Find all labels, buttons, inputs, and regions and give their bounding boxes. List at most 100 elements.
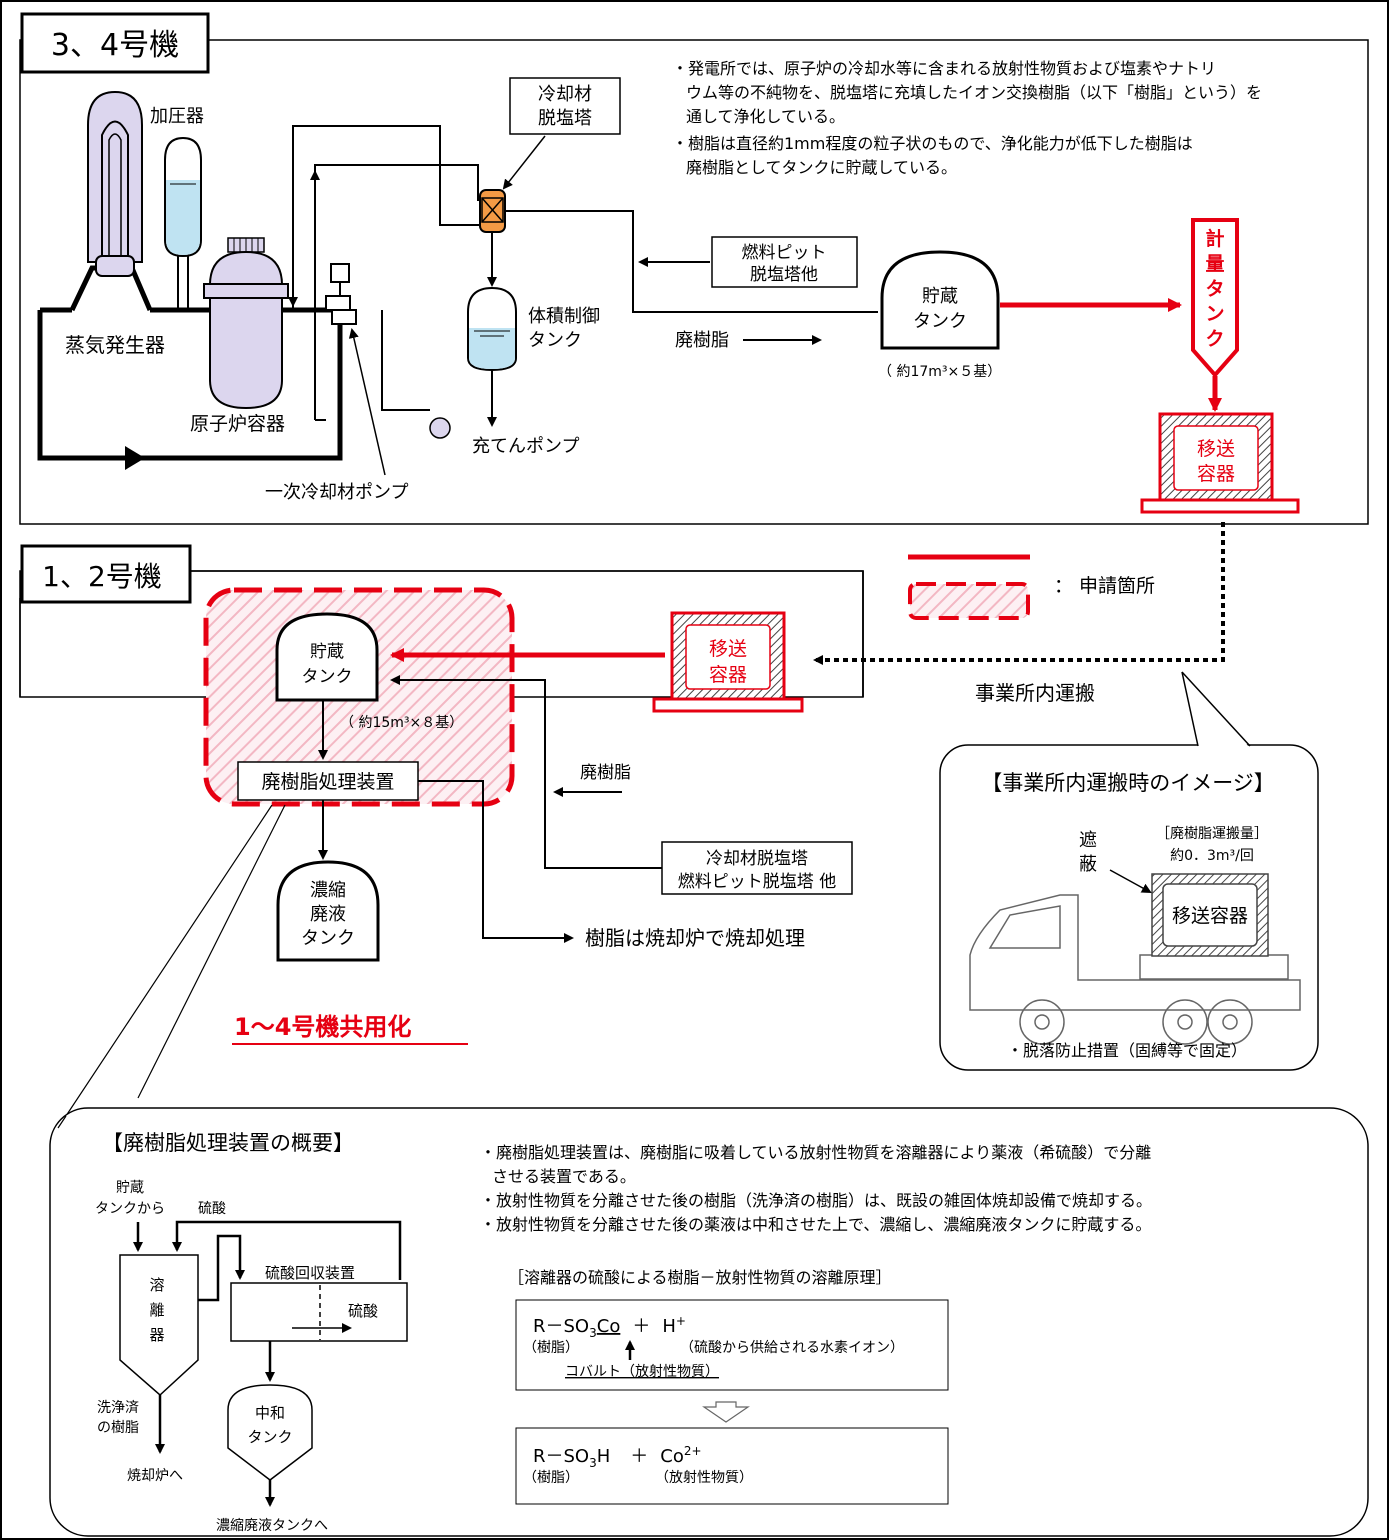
transport-label: 事業所内運搬 [975, 681, 1095, 705]
pressurizer [164, 136, 202, 310]
eq1-h: H [662, 1316, 676, 1337]
transport-image-title: 【事業所内運搬時のイメージ】 [981, 771, 1275, 795]
neutralization-tank [227, 1384, 313, 1481]
storage-tank-upper-label-2: タンク [913, 311, 967, 332]
overview-note-3: ・放射性物質を分離させた後の樹脂（洗浄済の樹脂）は、既設の雑固体焼却設備で焼却す… [480, 1191, 1152, 1210]
coolant-demineralizer [479, 189, 506, 233]
steam-generator [69, 90, 153, 312]
demineralizer-label-2: 脱塩塔 [538, 108, 592, 129]
storage-tank-upper-label-1: 貯蔵 [922, 286, 958, 307]
eq1-co: Co [597, 1316, 621, 1337]
upper-note-4: ・樹脂は直径約1mm程度の粒子状のもので、浄化能力が低下した樹脂は [672, 134, 1193, 153]
reactor-vessel [203, 237, 289, 410]
reactor-vessel-label: 原子炉容器 [190, 413, 285, 435]
amount-label-2: 約0．3m³/回 [1170, 848, 1254, 864]
metering-char-4: ン [1205, 303, 1224, 325]
shared-use-label: 1～4号機共用化 [234, 1013, 411, 1041]
metering-tank [1191, 218, 1239, 379]
vct-label-2: タンク [528, 330, 582, 351]
storage-capacity-upper: （ 約17m³×５基） [878, 363, 1001, 380]
transfer-container-upper-label-1: 移送 [1197, 438, 1235, 460]
lower-spent-resin-label: 廃樹脂 [580, 763, 631, 783]
recovery-unit-label: 硫酸回収装置 [265, 1264, 355, 1282]
transfer-container-upper [1140, 412, 1300, 514]
overview-title: 【廃樹脂処理装置の概要】 [102, 1131, 354, 1155]
transport-image-box [939, 744, 1319, 1071]
storage-tank-lower [275, 612, 379, 702]
to-incinerator-label: 焼却炉へ [127, 1468, 183, 1484]
storage-tank-upper [880, 250, 1000, 350]
source-label-1: 冷却材脱塩塔 [706, 849, 808, 869]
from-tank-label-2: タンクから [95, 1201, 165, 1217]
primary-coolant-pump [325, 263, 357, 325]
spent-resin-label: 廃樹脂 [675, 330, 729, 351]
eq2-plus: ＋ [630, 1446, 648, 1467]
primary-loop-line [37, 310, 343, 461]
eq2-radioactive: （放射性物質） [655, 1470, 753, 1486]
fuel-pit-label-2: 脱塩塔他 [750, 265, 818, 285]
shield-label-2: 蔽 [1079, 854, 1097, 875]
metering-char-3: タ [1205, 278, 1224, 300]
transfer-container-lower [652, 611, 804, 713]
eq2-sub: 3 [589, 1456, 597, 1470]
truck-container-label: 移送容器 [1172, 905, 1248, 927]
metering-char-2: 量 [1205, 253, 1224, 275]
sulfuric-acid-label: 硫酸 [198, 1201, 226, 1217]
upper-note-5: 廃樹脂としてタンクに貯蔵している。 [686, 158, 957, 177]
legend-label: ： 申請箇所 [1054, 575, 1155, 597]
primary-pump-label: 一次冷却材ポンプ [265, 482, 408, 503]
overview-note-4: ・放射性物質を分離させた後の薬液は中和させた上で、濃縮し、濃縮廃液タンクに貯蔵す… [480, 1215, 1151, 1234]
fuel-pit-label-1: 燃料ピット [742, 243, 827, 263]
upper-section: 3、4号機 蒸気発生器 加圧器 [19, 12, 1369, 525]
eq1-plus: ＋ [632, 1316, 650, 1337]
transfer-container-upper-label-2: 容器 [1197, 463, 1235, 485]
storage-capacity-lower: （ 約15m³×８基） [340, 714, 463, 731]
overview-note-1: ・廃樹脂処理装置は、廃樹脂に吸着している放射性物質を溶離器により薬液（希硫酸）で… [480, 1143, 1151, 1162]
source-label-2: 燃料ピット脱塩塔 他 [678, 872, 836, 892]
down-arrow-icon [702, 1401, 750, 1423]
upper-title: 3、4号機 [51, 28, 179, 63]
to-incineration-line [418, 780, 574, 943]
spent-resin-line [505, 210, 878, 313]
eq2-resin: （樹脂） [523, 1470, 579, 1486]
eq2-text: R－SO3H＋Co2+ [533, 1444, 702, 1470]
transport-dotted-line [813, 522, 1225, 665]
pressurizer-label: 加圧器 [150, 106, 204, 127]
letdown-line [292, 125, 490, 310]
eq1-cobalt-note: コバルト（放射性物質） [565, 1364, 719, 1380]
storage-tank-lower-label-1: 貯蔵 [310, 642, 344, 662]
dissolver-char-1: 溶 [149, 1276, 164, 1294]
transfer-container-lower-label-2: 容器 [709, 664, 747, 686]
dissolver-char-3: 器 [149, 1326, 164, 1344]
principle-title: ［溶離器の硫酸による樹脂－放射性物質の溶離原理］ [508, 1268, 892, 1287]
metering-char-5: ク [1205, 328, 1224, 350]
washed-label-1: 洗浄済 [97, 1400, 139, 1416]
truck-container [1151, 873, 1269, 957]
dissolver-char-2: 離 [149, 1301, 164, 1319]
conc-tank-label-1: 濃縮 [310, 880, 346, 901]
to-conc-tank-label: 濃縮廃液タンクへ [216, 1517, 328, 1534]
storage-tank-lower-label-2: タンク [302, 667, 353, 687]
lower-section: 1、2号機 [19, 544, 864, 698]
charging-pump-label: 充てんポンプ [472, 436, 579, 457]
dissolver [119, 1254, 199, 1397]
shield-label-1: 遮 [1079, 830, 1097, 851]
acid-recovery-unit [230, 1282, 408, 1342]
neutral-label-1: 中和 [255, 1404, 285, 1422]
demineralizer-label-1: 冷却材 [538, 84, 592, 105]
eq1-lhs: R－SO [533, 1316, 589, 1337]
eq2-lhs: R－SO [533, 1446, 589, 1467]
neutral-label-2: タンク [247, 1428, 292, 1446]
eq2-cosup: 2+ [684, 1444, 702, 1458]
equation-box-1 [515, 1299, 949, 1391]
eq1-resin: （樹脂） [523, 1340, 579, 1356]
overview-note-2: させる装置である。 [492, 1167, 636, 1186]
from-tank-label-1: 貯蔵 [116, 1180, 144, 1196]
transport-note: ・脱落防止措置（固縛等で固定） [1007, 1041, 1247, 1060]
charging-pump [429, 417, 451, 439]
incineration-label: 樹脂は焼却炉で焼却処理 [585, 926, 805, 950]
volume-control-tank [467, 286, 517, 372]
eq1-sub: 3 [589, 1326, 597, 1340]
steam-generator-label: 蒸気発生器 [65, 333, 165, 357]
